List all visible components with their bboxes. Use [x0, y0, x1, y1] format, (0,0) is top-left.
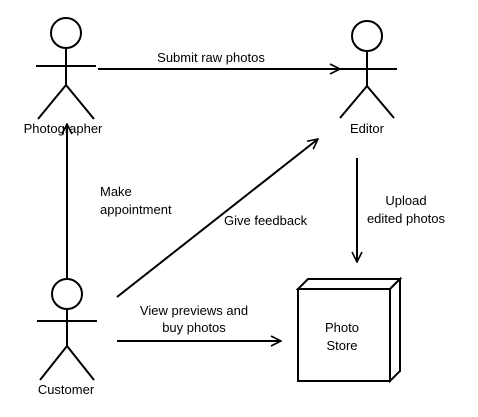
submit-raw-photos-label: Submit raw photos [157, 50, 265, 65]
photographer-actor [36, 17, 96, 120]
view-previews-label-line2: buy photos [162, 320, 226, 335]
view-previews-label-line1: View previews and [140, 303, 248, 318]
editor-right-leg [366, 85, 395, 119]
customer-actor [37, 278, 97, 381]
editor-label: Editor [350, 121, 385, 136]
photographer-right-leg [65, 84, 95, 120]
customer-label: Customer [38, 382, 95, 397]
customer-head [51, 278, 83, 310]
give-feedback-arrow [116, 139, 318, 298]
customer-right-leg [66, 345, 95, 381]
upload-edited-photos-label-line2: edited photos [367, 211, 446, 226]
make-appointment-label-line2: appointment [100, 202, 172, 217]
give-feedback-label: Give feedback [224, 213, 308, 228]
make-appointment-label-line1: Make [100, 184, 132, 199]
photographer-label: Photographer [24, 121, 103, 136]
photographer-left-leg [37, 84, 67, 120]
photo-store-front-face [297, 288, 391, 382]
photo-store-top-face [295, 278, 403, 290]
upload-edited-photos-label-line1: Upload [385, 193, 426, 208]
customer-left-leg [39, 345, 68, 381]
photographer-head [50, 17, 82, 49]
photo-store-node [295, 276, 403, 384]
editor-left-leg [339, 85, 368, 119]
photo-store-side-face [389, 276, 401, 384]
photo-store-label-line2: Store [326, 338, 357, 353]
photo-store-label-line1: Photo [325, 320, 359, 335]
editor-actor [338, 20, 397, 119]
editor-head [351, 20, 383, 52]
